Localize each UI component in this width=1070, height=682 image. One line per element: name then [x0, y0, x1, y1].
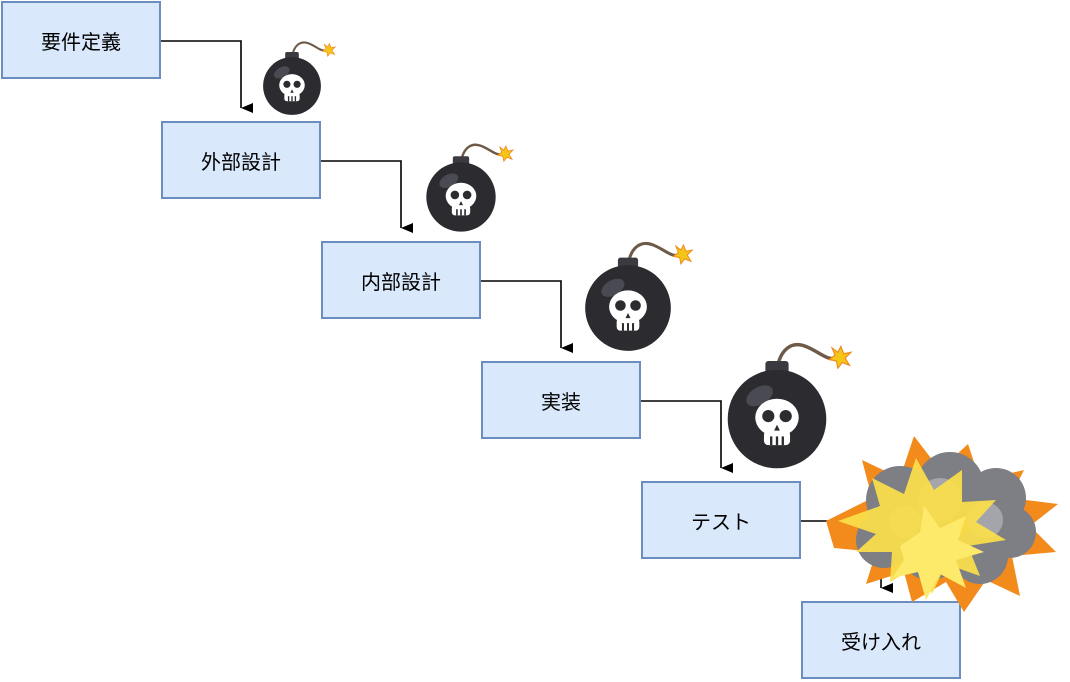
bomb-skull-icon [725, 342, 853, 471]
step-requirements[interactable]: 要件定義 [1, 1, 161, 79]
step-label: 外部設計 [201, 149, 281, 174]
bomb-skull-icon [262, 41, 337, 116]
step-label: 受け入れ [841, 629, 921, 654]
step-acceptance[interactable]: 受け入れ [801, 601, 961, 679]
step-external-design[interactable]: 外部設計 [161, 121, 321, 199]
step-internal-design[interactable]: 内部設計 [321, 241, 481, 319]
step-label: 要件定義 [41, 29, 121, 54]
arrow-4 [641, 400, 733, 473]
step-label: テスト [691, 509, 751, 534]
arrow-1 [161, 40, 253, 113]
step-label: 実装 [541, 389, 581, 414]
bomb-skull-icon [425, 143, 515, 233]
arrow-2 [321, 160, 413, 233]
step-label: 内部設計 [361, 269, 441, 294]
step-implementation[interactable]: 実装 [481, 361, 641, 439]
step-test[interactable]: テスト [641, 481, 801, 559]
explosion-icon [826, 436, 1058, 612]
bomb-skull-icon [583, 241, 694, 353]
arrow-3 [481, 280, 573, 353]
